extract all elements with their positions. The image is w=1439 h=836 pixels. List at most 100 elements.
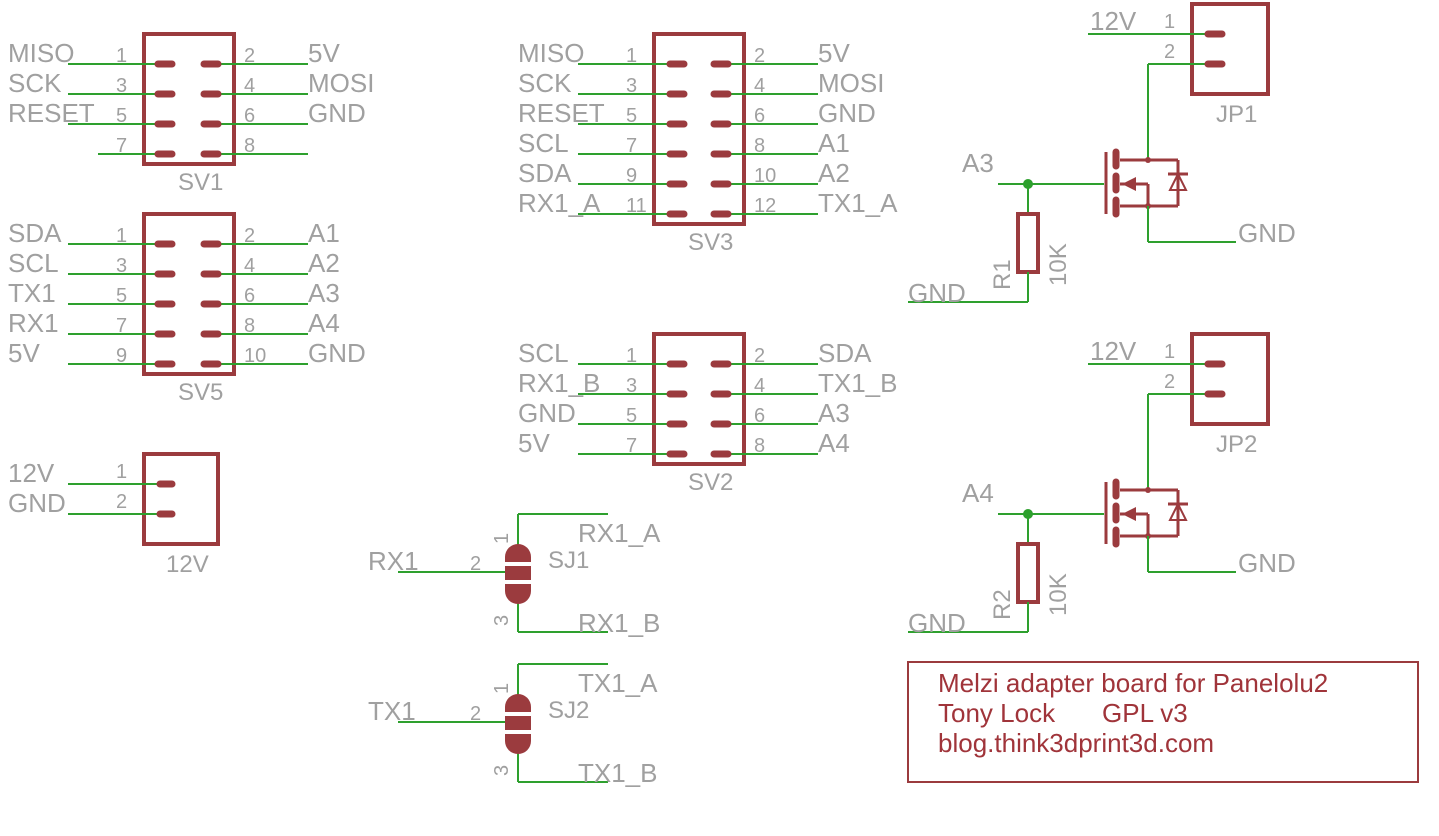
net-label: RESET <box>8 98 95 128</box>
net-label: SCL <box>8 248 59 278</box>
pin-number: 11 <box>626 195 647 217</box>
pin-number: 5 <box>626 105 637 127</box>
net-label: TX1_A <box>818 188 898 218</box>
net-label: MISO <box>8 38 74 68</box>
header-name: SV5 <box>178 379 223 406</box>
net-label: TX1 <box>368 696 416 726</box>
pin-number: 8 <box>244 315 255 337</box>
pin-number: 7 <box>116 135 127 157</box>
connector-body <box>1190 332 1270 426</box>
net-label: A3 <box>308 278 340 308</box>
net-label: GND <box>1238 218 1296 248</box>
pin-number: 1 <box>116 225 127 247</box>
header-body <box>652 332 746 466</box>
jumper-pads <box>505 694 531 754</box>
net-label: A4 <box>962 478 994 508</box>
net-label: MOSI <box>308 68 374 98</box>
pin-number: 1 <box>116 45 127 67</box>
net-label: 12V <box>8 458 55 488</box>
node-dot <box>1145 487 1151 493</box>
pin-number: 3 <box>116 75 127 97</box>
net-label: A4 <box>308 308 340 338</box>
net-label: 5V <box>308 38 340 68</box>
pin-number: 4 <box>754 375 765 397</box>
pin-number: 2 <box>754 45 765 67</box>
net-label: SDA <box>818 338 872 368</box>
pin-number: 9 <box>626 165 637 187</box>
net-label: RX1_B <box>578 608 660 638</box>
net-label: SDA <box>8 218 62 248</box>
pin-number: 8 <box>244 135 255 157</box>
mosfet-arrow <box>1122 177 1136 191</box>
resistor-value: 10K <box>1045 573 1072 616</box>
pin-number: 2 <box>470 553 481 575</box>
connector-name: JP2 <box>1216 431 1257 458</box>
net-label: GND <box>908 278 966 308</box>
pin-number: 6 <box>244 105 255 127</box>
net-label: GND <box>818 98 876 128</box>
connector-body <box>142 452 220 546</box>
net-label: A3 <box>818 398 850 428</box>
pin-number: 8 <box>754 135 765 157</box>
net-label: RX1_A <box>518 188 601 218</box>
pin-number: 2 <box>116 491 127 513</box>
pin-number: 4 <box>754 75 765 97</box>
net-label: A1 <box>308 218 340 248</box>
net-label: GND <box>518 398 576 428</box>
blog-url: blog.think3dprint3d.com <box>938 728 1214 758</box>
jumper-pads <box>505 544 531 604</box>
net-label: SDA <box>518 158 572 188</box>
net-label: RX1 <box>8 308 59 338</box>
resistor-name: R2 <box>989 589 1016 620</box>
net-label: A2 <box>308 248 340 278</box>
pin-number: 3 <box>626 375 637 397</box>
pin-number: 1 <box>491 683 513 694</box>
license-text: GPL v3 <box>1102 698 1188 728</box>
pin-number: 2 <box>244 45 255 67</box>
pin-number: 10 <box>754 165 776 187</box>
pin-number: 1 <box>626 45 637 67</box>
mosfet-arrow <box>1122 507 1136 521</box>
net-label: 12V <box>1090 6 1137 36</box>
pin-number: 7 <box>116 315 127 337</box>
pin-number: 2 <box>470 703 481 725</box>
header-name: SV2 <box>688 469 733 496</box>
pin-number: 7 <box>626 435 637 457</box>
pin-number: 5 <box>116 105 127 127</box>
header-name: SV3 <box>688 229 733 256</box>
net-label: GND <box>8 488 66 518</box>
node-dot <box>1145 157 1151 163</box>
resistor-body <box>1016 542 1040 604</box>
net-label: A1 <box>818 128 850 158</box>
pin-number: 2 <box>244 225 255 247</box>
net-label: 5V <box>8 338 40 368</box>
net-label: GND <box>308 338 366 368</box>
net-label: RX1 <box>368 546 419 576</box>
pin-number: 1 <box>491 533 513 544</box>
header-body <box>142 32 236 166</box>
header-body <box>652 32 746 226</box>
net-label: TX1_B <box>818 368 898 398</box>
net-label: A3 <box>962 148 994 178</box>
pin-number: 2 <box>1164 371 1175 393</box>
net-label: A4 <box>818 428 850 458</box>
pin-number: 3 <box>491 765 513 776</box>
net-label: RESET <box>518 98 605 128</box>
net-label: TX1_B <box>578 758 658 788</box>
header-body <box>142 212 236 376</box>
pin-number: 3 <box>626 75 637 97</box>
net-label: RX1_B <box>518 368 600 398</box>
connector-name: JP1 <box>1216 101 1257 128</box>
jumper-name: SJ1 <box>548 547 589 574</box>
pin-number: 1 <box>116 461 127 483</box>
net-label: SCL <box>518 128 569 158</box>
